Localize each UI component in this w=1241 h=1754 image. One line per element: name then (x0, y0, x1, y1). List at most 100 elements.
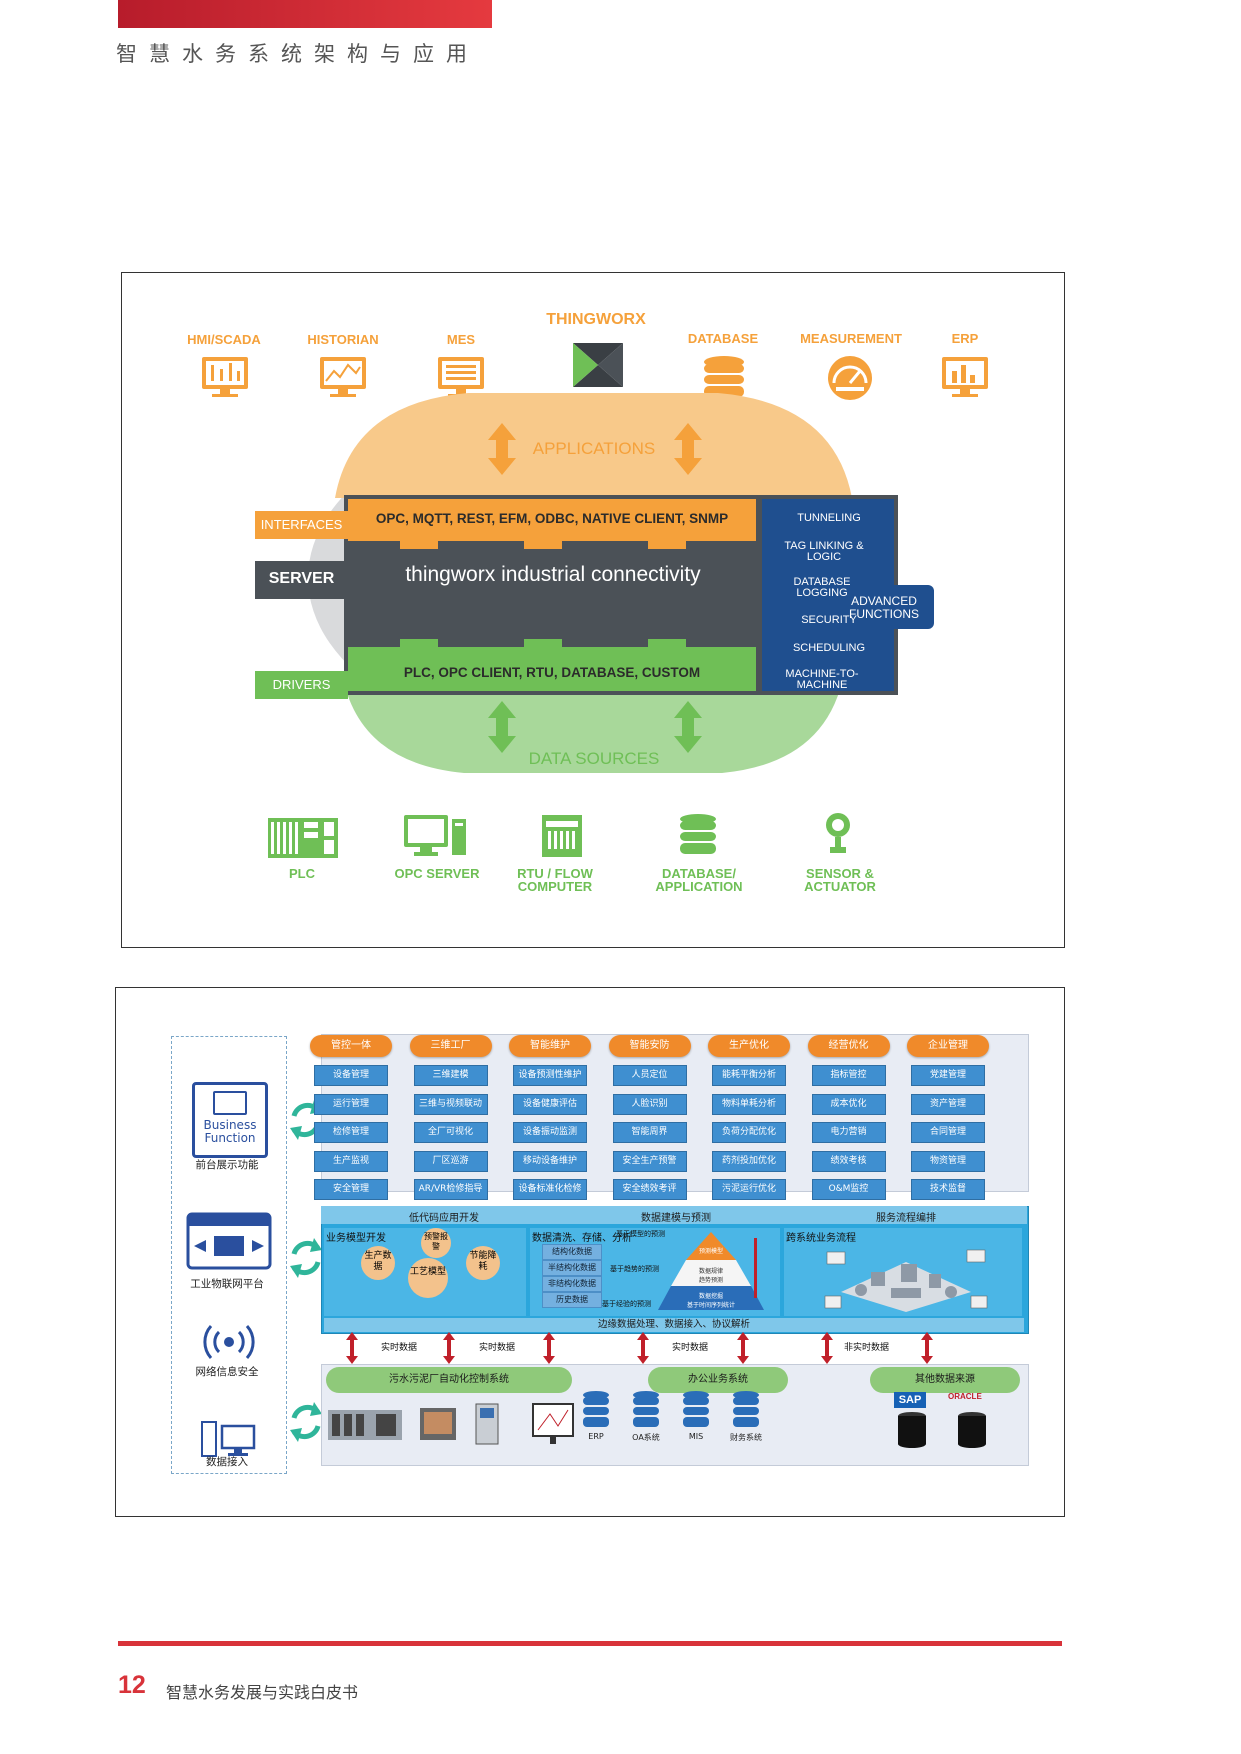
column-title: 三维工厂 (409, 1035, 492, 1057)
column-title: 生产优化 (708, 1035, 790, 1057)
column-cell: 绩效考核 (811, 1150, 886, 1172)
column-cell: 设备管理 (314, 1065, 388, 1086)
column-cell: O&M监控 (811, 1179, 886, 1200)
column-cell: 移动设备维护 (513, 1150, 587, 1172)
hmi-scada-icon (202, 357, 248, 397)
clean-title: 数据清洗、存储、分析 (532, 1233, 632, 1244)
column-cell: 检修管理 (314, 1122, 388, 1143)
service-title: 服务流程编排 (876, 1213, 936, 1224)
cycle-arrow-icon (290, 1238, 322, 1278)
biz-model-title: 业务模型开发 (326, 1233, 386, 1244)
adv-security: SECURITY (801, 614, 857, 626)
top-label-thingworx: THINGWORX (546, 311, 646, 328)
non-realtime-label: 非实时数据 (844, 1343, 890, 1353)
realtime-label: 实时数据 (479, 1343, 516, 1353)
header-title: 智慧水务系统架构与应用 (116, 42, 479, 66)
bottom-label-plc: PLC (289, 866, 315, 881)
sap-logo: SAP (894, 1392, 926, 1408)
clean-item: 非结构化数据 (542, 1276, 602, 1292)
bottom-label-database-app: DATABASE/ APPLICATION (655, 866, 743, 894)
clean-item: 结构化数据 (542, 1244, 602, 1260)
interfaces-text: OPC, MQTT, REST, EFM, ODBC, NATIVE CLIEN… (375, 511, 729, 526)
gear-energy: 节能降耗 (466, 1246, 500, 1280)
clean-item: 历史数据 (542, 1292, 602, 1308)
edge-bar (324, 1318, 1024, 1332)
pyramid-inner: 数据挖掘 基于时间序列统计 (686, 1293, 735, 1309)
badge-line2: Function (204, 1131, 256, 1145)
advanced-functions-tag: ADVANCED FUNCTIONS (849, 594, 919, 621)
top-label-historian: HISTORIAN (307, 332, 379, 347)
pyramid-left-label: 基于趋势的预测 (610, 1265, 659, 1273)
platform-header (321, 1206, 1027, 1224)
pyramid-inner: 数据规律 趋势预测 (698, 1268, 723, 1284)
column-title: 管控一体 (310, 1035, 392, 1057)
column-title: 经营优化 (807, 1035, 890, 1057)
edge-title: 边缘数据处理、数据接入、协议解析 (597, 1319, 750, 1330)
connectivity-diagram (255, 393, 934, 773)
column-cell: 设备振动监测 (513, 1122, 587, 1143)
top-label-erp: ERP (951, 331, 979, 346)
mes-icon (438, 357, 484, 397)
mis-label: MIS (688, 1432, 704, 1441)
left-caption-iot: 工业物联网平台 (190, 1278, 264, 1290)
server-brand: thingworx (405, 563, 496, 586)
office-db-icons (583, 1391, 759, 1427)
column-cell: 资产管理 (911, 1093, 985, 1115)
column-cell: 三维与视频联动 (413, 1093, 488, 1115)
footer-line (118, 1641, 1062, 1646)
oracle-logo: ORACLE (948, 1392, 982, 1401)
thingworx-logo (573, 343, 623, 387)
clean-item: 半结构化数据 (542, 1260, 602, 1276)
column-cell: 运行管理 (314, 1093, 388, 1115)
figure2-frame: Business Function 前台展示功能 工业物联网平台 网络信息安全 … (115, 987, 1065, 1517)
realtime-label: 实时数据 (381, 1343, 418, 1353)
opc-server-icon (404, 815, 466, 856)
column-cell: 人脸识别 (612, 1093, 687, 1115)
cross-title: 跨系统业务流程 (786, 1233, 856, 1244)
prediction-pyramid (658, 1232, 764, 1310)
column-title: 企业管理 (907, 1035, 989, 1057)
column-cell: 指标管控 (811, 1065, 886, 1086)
column-title: 智能安防 (608, 1035, 691, 1057)
historian-icon (320, 357, 366, 397)
other-source: 其他数据来源 (870, 1367, 1020, 1393)
wastewater-system: 污水污泥厂自动化控制系统 (326, 1367, 572, 1393)
left-caption-data-access: 数据接入 (206, 1456, 248, 1468)
drivers-text: PLC, OPC CLIENT, RTU, DATABASE, CUSTOM (403, 665, 701, 680)
measurement-icon (828, 356, 872, 400)
column-cell: 污泥运行优化 (712, 1179, 786, 1200)
top-label-hmi: HMI/SCADA (187, 332, 261, 347)
server-text: industrial connectivity (501, 563, 701, 586)
footer-title: 智慧水务发展与实践白皮书 (166, 1683, 359, 1702)
column-cell: 人员定位 (612, 1065, 687, 1086)
left-caption-security: 网络信息安全 (195, 1366, 259, 1378)
column-cell: 三维建模 (413, 1065, 488, 1086)
erp-label: ERP (588, 1432, 604, 1441)
column-cell: 设备标准化检修 (513, 1179, 587, 1200)
business-function-badge: Business Function (192, 1082, 268, 1158)
database-app-icon (680, 814, 716, 854)
top-label-database: DATABASE (687, 331, 759, 346)
column-cell: 安全绩效考评 (612, 1179, 687, 1200)
oa-label: OA系统 (632, 1433, 660, 1442)
server-title: thingworx industrial connectivity (348, 563, 758, 587)
left-caption-frontend: 前台展示功能 (195, 1159, 259, 1171)
plc-icon (268, 818, 338, 858)
column-cell: 负荷分配优化 (712, 1122, 786, 1143)
adv-database-logging: DATABASE LOGGING (793, 576, 851, 599)
data-flow-arrows (346, 1332, 933, 1364)
badge-line1: Business (203, 1118, 257, 1132)
adv-tunneling: TUNNELING (797, 512, 861, 524)
pyramid-inner: 预测模型 (698, 1248, 723, 1255)
adv-scheduling: SCHEDULING (792, 642, 866, 654)
column-cell: 设备健康评估 (513, 1093, 587, 1115)
column-cell: 党建管理 (911, 1065, 985, 1086)
bottom-label-opc: OPC SERVER (394, 866, 480, 881)
column-cell: 安全生产预警 (612, 1150, 687, 1172)
figure1-frame: HMI/SCADA HISTORIAN MES THINGWORX DATABA… (121, 272, 1065, 948)
equipment-illustration (328, 1403, 574, 1445)
data-access-icon (201, 1421, 256, 1457)
modeling-title: 数据建模与预测 (641, 1213, 711, 1224)
column-cell: 合同管理 (911, 1122, 985, 1143)
rtu-icon (542, 815, 582, 857)
